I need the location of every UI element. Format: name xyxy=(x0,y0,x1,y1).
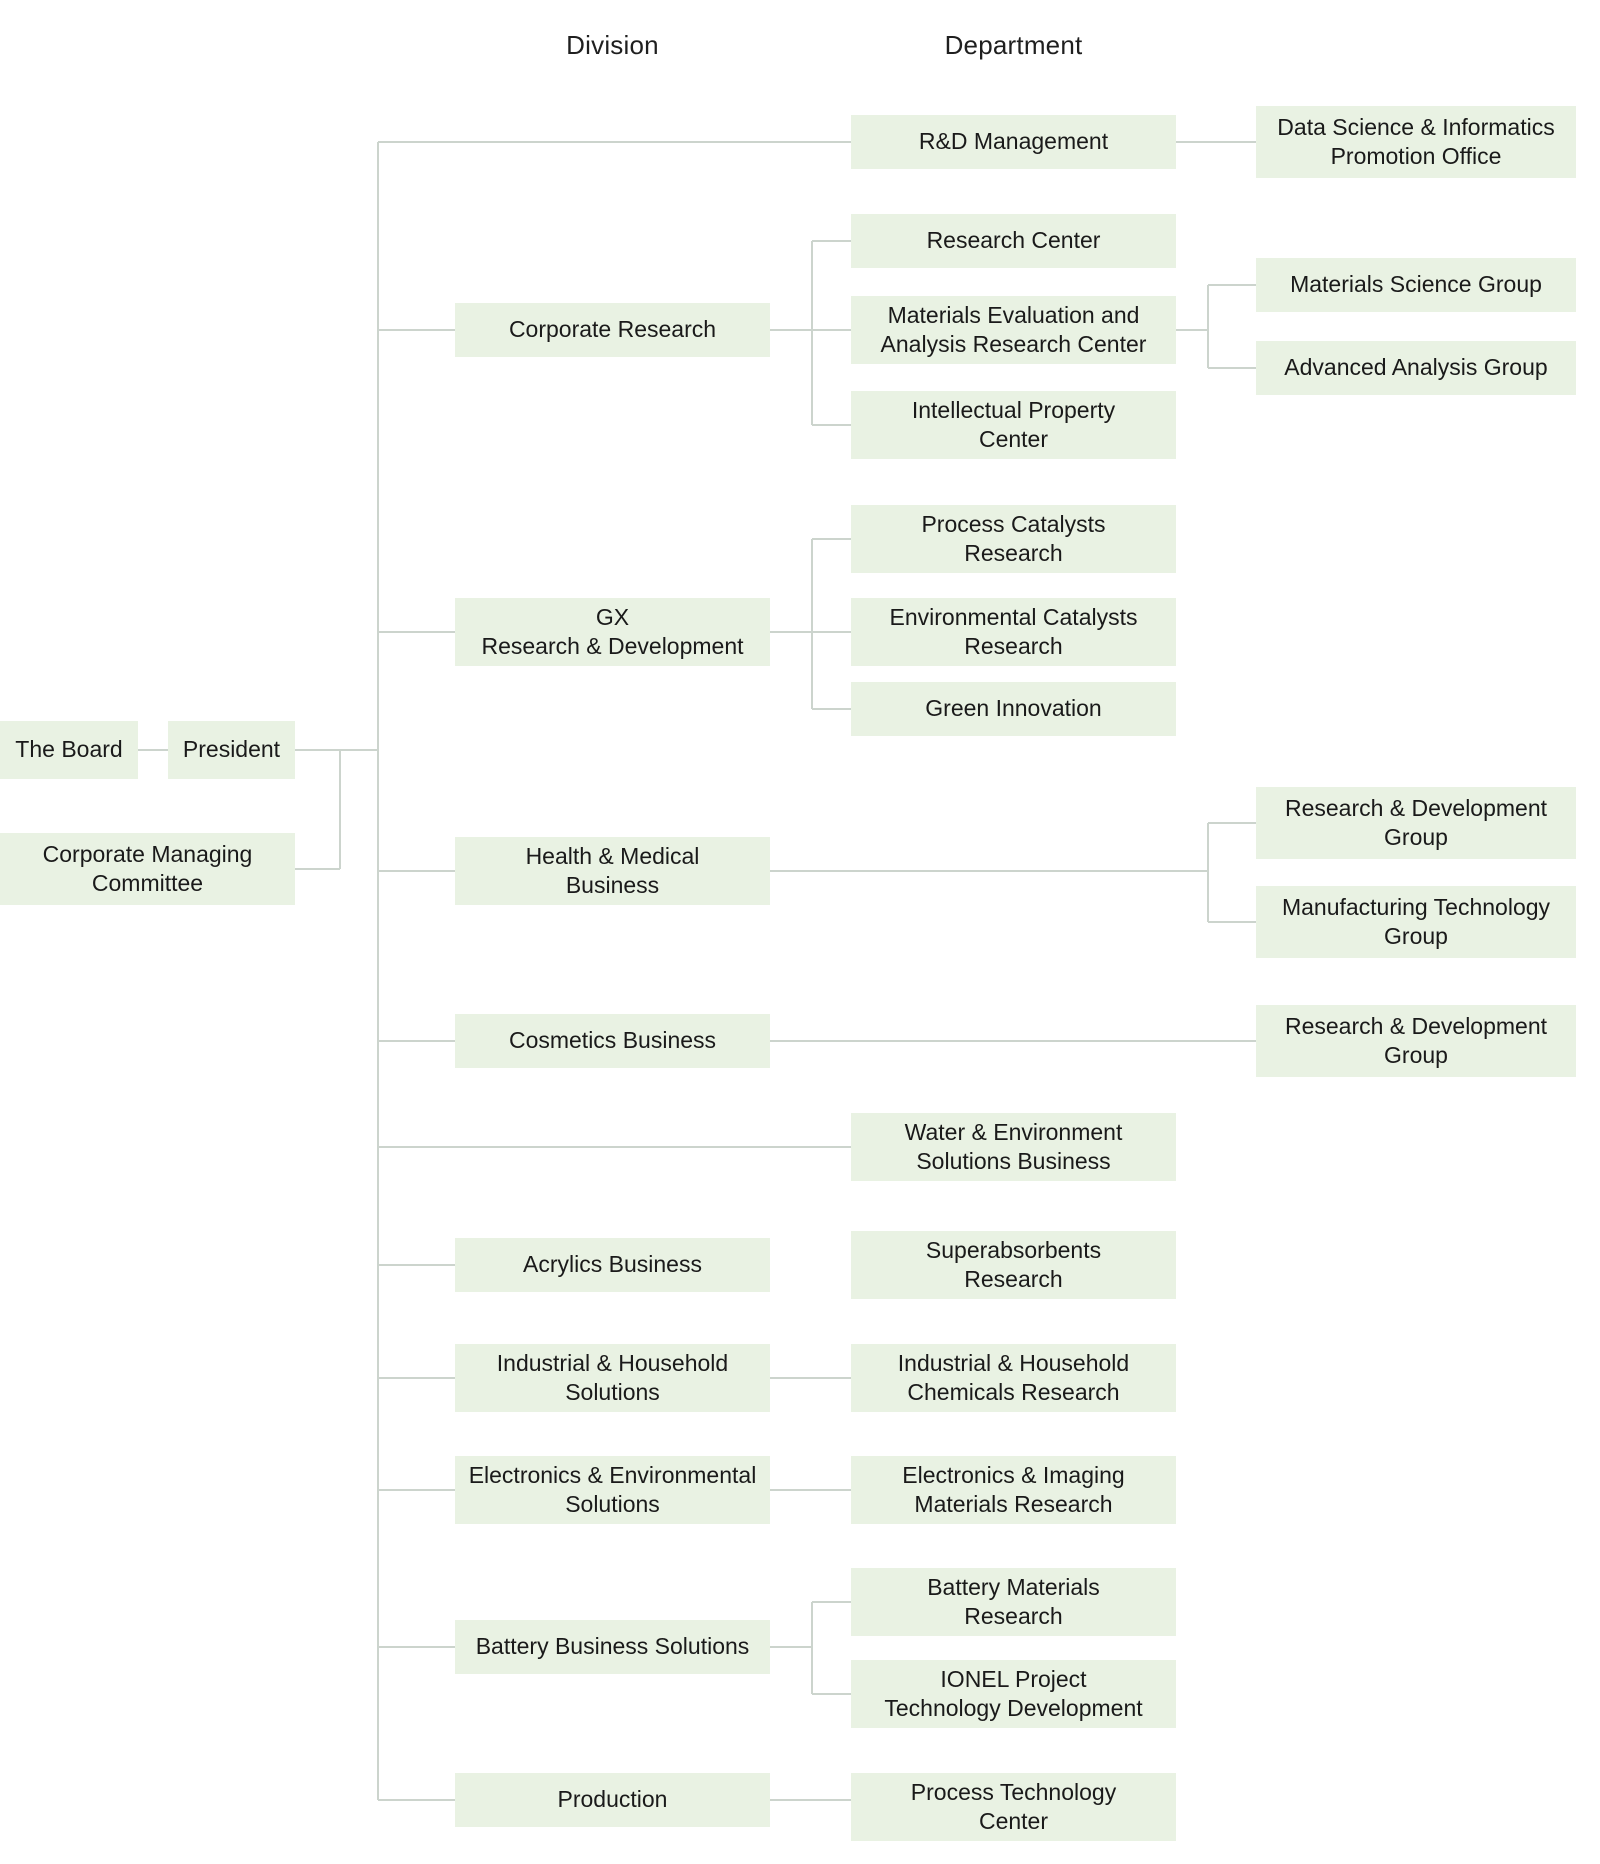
node-battery-materials-label-line1: Battery Materials xyxy=(927,1573,1100,1600)
node-group-health-medical-research-development-group[interactable]: Research & Development Group xyxy=(1256,787,1576,859)
node-hm-mfg-label-line1: Manufacturing Technology xyxy=(1281,893,1551,920)
node-gx-label-line2: Research & Development xyxy=(481,633,744,659)
node-env-catalysts-label-line2: Research xyxy=(964,633,1063,659)
node-ei-materials-label-line1: Electronics & Imaging xyxy=(902,1461,1125,1488)
node-ip-center-label-line2: Center xyxy=(978,426,1049,452)
node-acrylics-label: Acrylics Business xyxy=(523,1251,702,1278)
node-materials-science-label: Materials Science Group xyxy=(1290,271,1542,298)
node-division-industrial-household-solutions[interactable]: Industrial & Household Solutions xyxy=(455,1344,770,1412)
column-header-department: Department xyxy=(944,30,1083,60)
node-committee-label-line1: Corporate Managing xyxy=(42,840,253,867)
node-corporate-research-label: Corporate Research xyxy=(508,316,717,343)
node-hm-rd-label-line2: Group xyxy=(1384,824,1448,850)
node-division-health-medical-business[interactable]: Health & Medical Business xyxy=(455,837,770,905)
node-materials-eval-label-line2: Analysis Research Center xyxy=(880,331,1147,357)
node-health-label-line1: Health & Medical xyxy=(525,842,700,869)
node-department-ionel-project-technology-development[interactable]: IONEL Project Technology Development xyxy=(851,1660,1176,1728)
node-materials-eval-label-line1: Materials Evaluation and xyxy=(887,301,1140,328)
node-industrial-label-line1: Industrial & Household xyxy=(496,1349,729,1376)
node-process-tech-label-line1: Process Technology xyxy=(910,1778,1117,1805)
node-department-electronics-imaging-materials-research[interactable]: Electronics & Imaging Materials Research xyxy=(851,1456,1176,1524)
node-department-intellectual-property-center[interactable]: Intellectual Property Center xyxy=(851,391,1176,459)
node-committee-label-line2: Committee xyxy=(91,870,204,896)
node-group-cosmetics-research-development-group[interactable]: Research & Development Group xyxy=(1256,1005,1576,1077)
node-process-catalysts-label-line2: Research xyxy=(964,540,1063,566)
node-department-water-environment-solutions-business[interactable]: Water & Environment Solutions Business xyxy=(851,1113,1176,1181)
node-department-industrial-household-chemicals-research[interactable]: Industrial & Household Chemicals Researc… xyxy=(851,1344,1176,1412)
node-data-science-label-line1: Data Science & Informatics xyxy=(1277,113,1555,140)
node-division-production[interactable]: Production xyxy=(455,1773,770,1827)
node-ei-materials-label-line2: Materials Research xyxy=(914,1491,1113,1517)
node-division-acrylics-business[interactable]: Acrylics Business xyxy=(455,1238,770,1292)
node-department-process-technology-center[interactable]: Process Technology Center xyxy=(851,1773,1176,1841)
node-hm-mfg-label-line2: Group xyxy=(1384,923,1448,949)
node-process-catalysts-label-line1: Process Catalysts xyxy=(921,510,1106,537)
node-cosmetics-label: Cosmetics Business xyxy=(508,1027,717,1054)
node-division-electronics-environmental-solutions[interactable]: Electronics & Environmental Solutions xyxy=(455,1456,770,1524)
node-ih-chem-label-line2: Chemicals Research xyxy=(907,1379,1120,1405)
node-group-materials-science-group[interactable]: Materials Science Group xyxy=(1256,258,1576,312)
node-department-battery-materials-research[interactable]: Battery Materials Research xyxy=(851,1568,1176,1636)
node-battery-label: Battery Business Solutions xyxy=(475,1633,750,1660)
node-division-battery-business-solutions[interactable]: Battery Business Solutions xyxy=(455,1620,770,1674)
node-electronics-label-line2: Solutions xyxy=(565,1491,660,1517)
node-the-board[interactable]: The Board xyxy=(0,721,138,779)
node-water-env-label-line1: Water & Environment xyxy=(904,1118,1123,1145)
node-advanced-analysis-label: Advanced Analysis Group xyxy=(1284,354,1548,381)
node-gx-label-line1: GX xyxy=(595,603,630,630)
node-ionel-label-line1: IONEL Project xyxy=(940,1665,1087,1692)
node-ionel-label-line2: Technology Development xyxy=(884,1695,1143,1721)
node-group-advanced-analysis-group[interactable]: Advanced Analysis Group xyxy=(1256,341,1576,395)
node-research-center-label: Research Center xyxy=(926,227,1101,254)
node-battery-materials-label-line2: Research xyxy=(964,1603,1063,1629)
node-superabsorbents-label-line1: Superabsorbents xyxy=(925,1236,1102,1263)
node-water-env-label-line2: Solutions Business xyxy=(916,1148,1111,1174)
node-process-tech-label-line2: Center xyxy=(978,1808,1049,1834)
node-division-corporate-research[interactable]: Corporate Research xyxy=(455,303,770,357)
node-department-environmental-catalysts-research[interactable]: Environmental Catalysts Research xyxy=(851,598,1176,666)
node-ih-chem-label-line1: Industrial & Household xyxy=(897,1349,1130,1376)
node-president[interactable]: President xyxy=(168,721,295,779)
node-president-label: President xyxy=(182,736,281,763)
node-superabsorbents-label-line2: Research xyxy=(964,1266,1063,1292)
node-group-manufacturing-technology-group[interactable]: Manufacturing Technology Group xyxy=(1256,886,1576,958)
node-the-board-label: The Board xyxy=(15,736,123,763)
node-health-label-line2: Business xyxy=(565,872,660,898)
node-cos-rd-label-line1: Research & Development xyxy=(1284,1012,1548,1039)
node-department-rd-management[interactable]: R&D Management xyxy=(851,115,1176,169)
node-department-materials-evaluation-analysis-research-center[interactable]: Materials Evaluation and Analysis Resear… xyxy=(851,296,1176,364)
node-group-data-science-informatics-promotion-office[interactable]: Data Science & Informatics Promotion Off… xyxy=(1256,106,1576,178)
column-header-division: Division xyxy=(566,30,659,60)
node-cos-rd-label-line2: Group xyxy=(1384,1042,1448,1068)
node-industrial-label-line2: Solutions xyxy=(565,1379,660,1405)
node-ip-center-label-line1: Intellectual Property xyxy=(911,396,1116,423)
node-department-research-center[interactable]: Research Center xyxy=(851,214,1176,268)
node-corporate-managing-committee[interactable]: Corporate Managing Committee xyxy=(0,833,295,905)
node-department-green-innovation[interactable]: Green Innovation xyxy=(851,682,1176,736)
node-production-label: Production xyxy=(557,1786,668,1813)
node-green-innovation-label: Green Innovation xyxy=(925,695,1102,722)
node-department-superabsorbents-research[interactable]: Superabsorbents Research xyxy=(851,1231,1176,1299)
node-hm-rd-label-line1: Research & Development xyxy=(1284,794,1548,821)
node-electronics-label-line1: Electronics & Environmental xyxy=(468,1461,757,1488)
node-department-process-catalysts-research[interactable]: Process Catalysts Research xyxy=(851,505,1176,573)
node-rd-management-label: R&D Management xyxy=(918,128,1109,155)
node-env-catalysts-label-line1: Environmental Catalysts xyxy=(889,603,1138,630)
node-division-cosmetics-business[interactable]: Cosmetics Business xyxy=(455,1014,770,1068)
node-division-gx-research-development[interactable]: GX Research & Development xyxy=(455,598,770,666)
node-data-science-label-line2: Promotion Office xyxy=(1330,143,1502,169)
